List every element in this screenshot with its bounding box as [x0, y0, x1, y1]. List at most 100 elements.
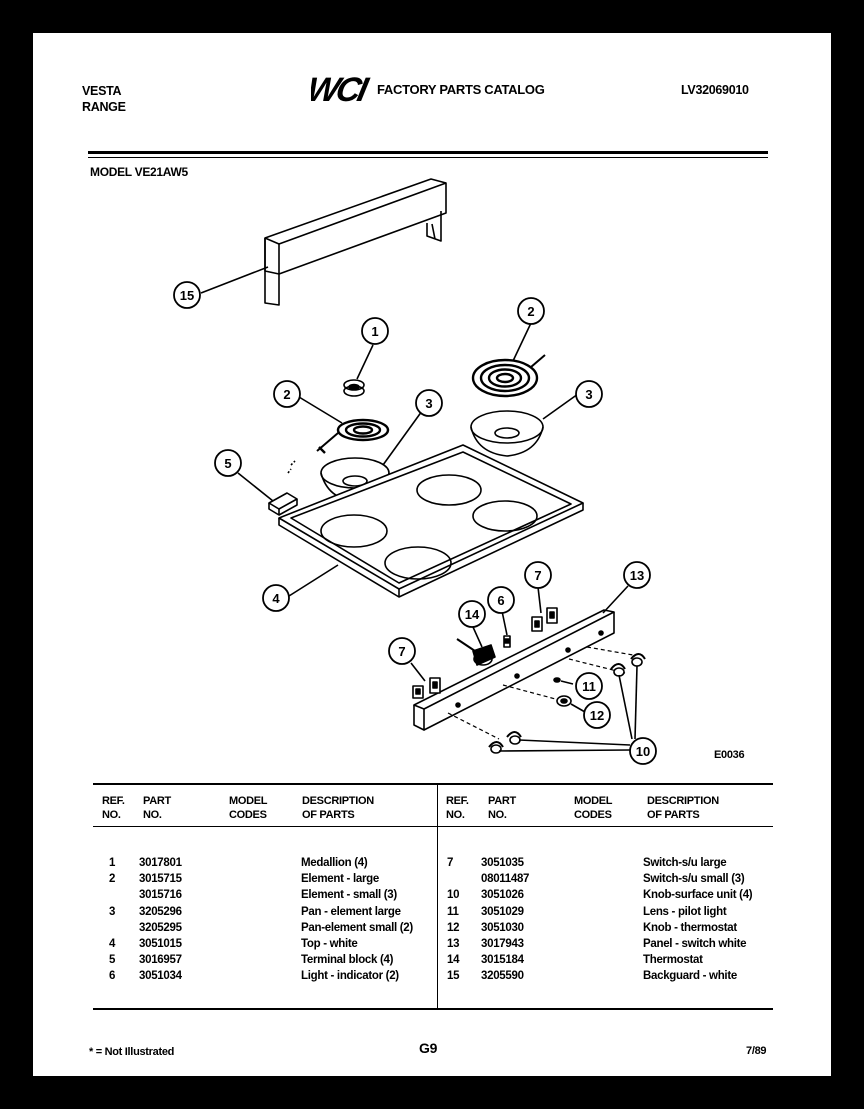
table-cell-part: 08011487 [481, 873, 530, 886]
diagram-code: E0036 [714, 749, 745, 761]
callout-2-right: 2 [527, 304, 534, 319]
table-header-rule [93, 826, 773, 827]
table-cell-desc: Pan-element small (2) [301, 921, 413, 934]
header-rule-thin [88, 157, 768, 158]
table-cell-desc: Terminal block (4) [301, 954, 394, 967]
leader-7-right [537, 586, 542, 614]
leader-3-left [382, 410, 423, 466]
table-cell-desc: Knob-surface unit (4) [643, 889, 753, 902]
table-cell-ref: 6 [109, 970, 116, 983]
table-cell-part: 3017801 [139, 857, 182, 869]
terminal-block-part [268, 492, 298, 516]
table-top-rule [93, 783, 773, 785]
table-cell-desc: Panel - switch white [643, 938, 747, 950]
switch-left-part [412, 677, 441, 699]
table-cell-ref: 11 [447, 905, 459, 918]
table-cell-part: 3051030 [481, 921, 524, 934]
table-cell-ref: 2 [109, 873, 116, 886]
callout-3-left: 3 [425, 396, 432, 411]
callout-10: 10 [636, 744, 650, 759]
header-model-codes-right: MODEL CODES [574, 795, 613, 821]
table-cell-desc: Light - indicator (2) [301, 970, 399, 983]
header-ref-no-left: REF. NO. [102, 795, 125, 821]
table-cell-part: 3051035 [481, 857, 524, 869]
indicator-light-part [503, 635, 511, 648]
table-cell-part: 3051029 [481, 905, 524, 918]
callout-circles [173, 281, 657, 765]
table-cell-ref: 14 [447, 954, 460, 967]
brand-name: VESTA [82, 84, 122, 98]
leader-11 [560, 680, 574, 685]
header-ref-no-right: REF. NO. [446, 795, 469, 821]
date-code: 7/89 [746, 1045, 767, 1057]
table-cell-ref: 4 [109, 938, 116, 950]
table-cell-part: 3015716 [139, 889, 182, 902]
table-cell-part: 3051026 [481, 889, 524, 902]
cooktop-part [278, 444, 584, 598]
table-divider [437, 785, 438, 1008]
leader-14 [472, 626, 483, 648]
element-small-part [316, 418, 390, 454]
table-cell-part: 3016957 [139, 954, 182, 967]
dashed-guide [287, 460, 296, 474]
product-name: RANGE [82, 100, 126, 114]
callout-2-left: 2 [283, 387, 290, 402]
table-cell-ref: 13 [447, 938, 460, 950]
leader-2-right [512, 322, 532, 362]
leader-5 [237, 472, 274, 502]
table-cell-desc: Thermostat [643, 954, 703, 967]
table-cell-ref: 15 [447, 970, 460, 983]
catalog-number: LV32069010 [681, 83, 749, 97]
page-code: G9 [419, 1040, 438, 1056]
callout-14: 14 [465, 607, 480, 622]
table-cell-desc: Medallion (4) [301, 857, 368, 869]
table-cell-desc: Lens - pilot light [643, 905, 727, 918]
table-cell-part: 3015184 [481, 954, 524, 967]
table-cell-desc: Pan - element large [301, 905, 401, 918]
callout-4: 4 [272, 591, 280, 606]
medallion-part [343, 379, 365, 397]
callout-6: 6 [497, 593, 504, 608]
callout-13: 13 [630, 568, 644, 583]
model-label: MODEL VE21AW5 [90, 165, 188, 179]
callout-labels: 15 1 2 3 2 3 5 4 7 6 14 13 7 11 12 10 [180, 288, 650, 759]
header-part-no-right: PART NO. [488, 795, 516, 821]
table-cell-ref: 10 [447, 889, 460, 902]
table-cell-ref: 7 [447, 857, 454, 869]
table-cell-desc: Backguard - white [643, 970, 737, 983]
header-description-right: DESCRIPTION OF PARTS [647, 795, 719, 821]
lens-part [553, 677, 561, 683]
table-cell-ref: 1 [109, 857, 116, 869]
header-description-left: DESCRIPTION OF PARTS [302, 795, 374, 821]
thermostat-knob-part [556, 695, 572, 707]
leader-13 [602, 585, 629, 614]
callout-11: 11 [582, 679, 596, 694]
table-cell-desc: Element - large [301, 873, 379, 886]
table-cell-desc: Top - white [301, 938, 358, 950]
table-cell-desc: Switch-s/u small (3) [643, 873, 745, 886]
table-cell-part: 3205590 [481, 970, 524, 983]
callout-15: 15 [180, 288, 194, 303]
leader-10 [498, 665, 638, 752]
leader-6 [501, 610, 508, 636]
surface-knob-part [488, 653, 646, 754]
wci-logo: WCI [311, 73, 373, 105]
pan-large-part [470, 410, 544, 457]
leader-15 [200, 266, 269, 294]
not-illustrated-note: * = Not Illustrated [89, 1046, 175, 1058]
exploded-parts-diagram: 15 1 2 3 2 3 5 4 7 6 14 13 7 11 12 10 [173, 178, 657, 765]
backguard-part [264, 178, 447, 306]
leader-4 [288, 564, 339, 597]
table-cell-part: 3015715 [139, 873, 182, 886]
table-bottom-rule [93, 1008, 773, 1010]
header-rule [88, 151, 768, 154]
callout-5: 5 [224, 456, 231, 471]
table-cell-desc: Knob - thermostat [643, 921, 737, 934]
switch-right-part [531, 607, 558, 632]
table-cell-desc: Element - small (3) [301, 889, 397, 902]
leader-12 [570, 703, 586, 713]
table-cell-part: 3205295 [139, 921, 182, 934]
table-cell-ref: 12 [447, 921, 460, 934]
table-cell-part: 3051015 [139, 938, 182, 950]
table-cell-part: 3051034 [139, 970, 182, 983]
